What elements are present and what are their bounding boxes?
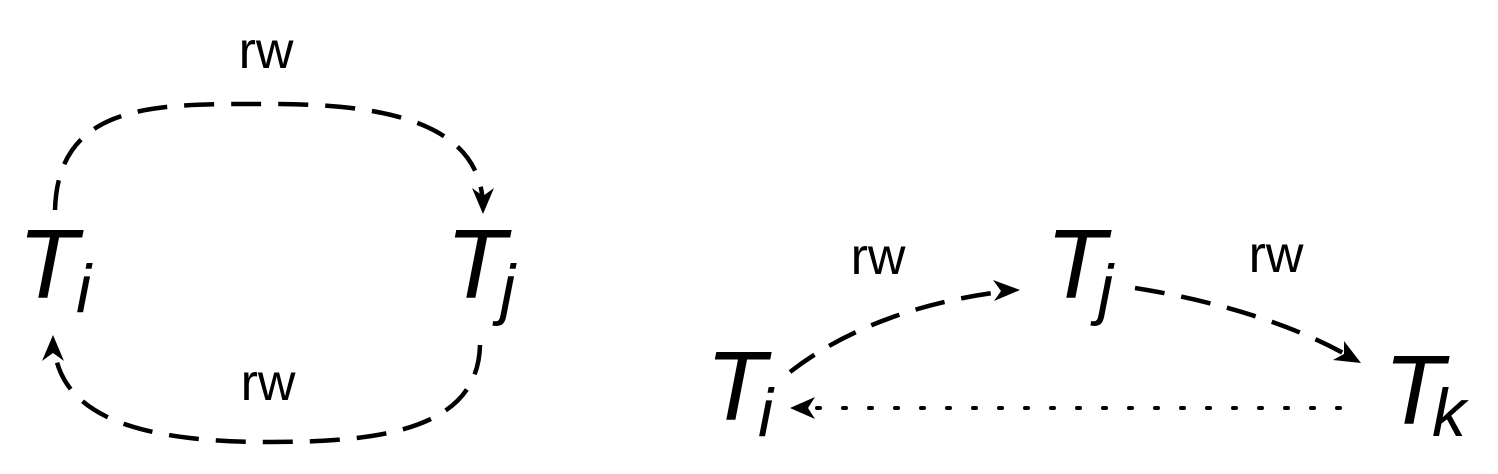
right-edge-ti-tj-arrowhead [993,280,1020,301]
right-node-tk-subscript: k [1432,375,1469,451]
left-node-ti: T i [18,209,93,327]
left-node-ti-symbol: T [18,209,84,319]
right-cycle-diagram: rw rw T i T j T k [706,209,1469,451]
left-node-tj: T j [446,209,517,327]
left-edge-bottom [51,344,483,445]
left-edge-bottom-label: rw [241,354,296,412]
right-node-ti-subscript: i [758,375,775,451]
right-node-tj-symbol: T [1046,209,1112,319]
left-edge-top [52,101,486,211]
right-node-tk-symbol: T [1384,335,1450,445]
left-cycle-diagram: rw rw T i T j [18,22,517,445]
right-edge-tj-tk-label: rw [1249,226,1304,284]
left-node-ti-subscript: i [76,251,93,327]
left-edge-bottom-arrowhead [42,335,64,361]
right-node-tk: T k [1384,335,1469,451]
right-edge-tj-tk [1134,285,1354,360]
left-node-tj-symbol: T [446,209,512,319]
right-node-ti-symbol: T [706,331,772,441]
right-edge-ti-tj [788,288,1009,374]
right-node-tj: T j [1046,209,1115,327]
left-edge-top-label: rw [239,22,294,80]
right-edge-tj-tk-arrowhead [1333,341,1361,363]
right-node-ti: T i [706,331,775,451]
right-edge-ti-tj-label: rw [851,228,906,286]
left-edge-top-arrowhead [472,188,494,214]
right-edge-tk-ti-arrowhead [790,397,815,419]
